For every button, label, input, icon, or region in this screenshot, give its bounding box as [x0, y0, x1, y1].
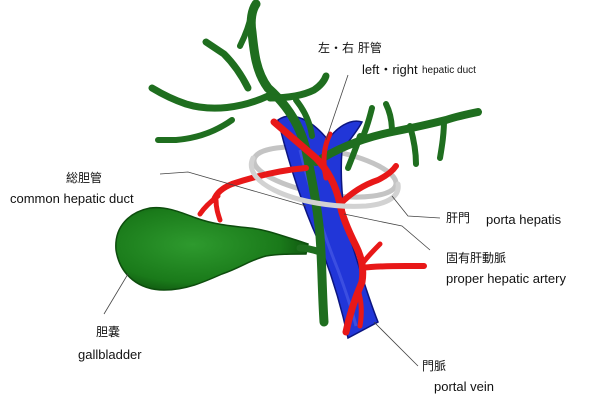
label-porta-hepatis: 肝門 porta hepatis	[446, 211, 562, 227]
cystic-duct	[296, 244, 324, 256]
common-hepatic-duct-en: common hepatic duct	[10, 191, 134, 206]
lr-hepatic-duct-en-main: left・right	[362, 62, 418, 77]
hepatic-artery-tree	[197, 118, 427, 336]
porta-hepatis-ring-front	[248, 155, 401, 209]
label-lr-hepatic-duct: 左・右 肝管 left・right hepatic duct	[318, 40, 476, 77]
porta-hepatis-en: porta hepatis	[486, 212, 562, 227]
label-portal-vein: 門脈 portal vein	[422, 359, 494, 394]
left-hepatic-duct-path	[312, 108, 482, 166]
portal-vein-jp: 門脈	[422, 359, 446, 373]
portal-vein-en: portal vein	[434, 379, 494, 394]
label-common-hepatic-duct: 総胆管 common hepatic duct	[10, 170, 134, 206]
common-hepatic-duct-jp: 総胆管	[66, 170, 102, 185]
leader-lines	[103, 74, 441, 367]
label-gallbladder: 胆嚢 gallbladder	[78, 324, 142, 362]
proper-hepatic-artery-jp: 固有肝動脈	[446, 251, 506, 265]
lr-hepatic-duct-jp: 左・右 肝管	[318, 40, 382, 55]
gallbladder-body	[115, 206, 309, 291]
label-proper-hepatic-artery: 固有肝動脈 proper hepatic artery	[446, 251, 566, 286]
lr-hepatic-duct-en-sub: hepatic duct	[422, 65, 476, 76]
porta-hepatis-jp: 肝門	[446, 211, 470, 225]
gallbladder-en: gallbladder	[78, 347, 142, 362]
gallbladder-organ	[115, 206, 324, 291]
proper-hepatic-artery-path	[270, 118, 367, 336]
gallbladder-jp: 胆嚢	[96, 324, 120, 339]
proper-hepatic-artery-en: proper hepatic artery	[446, 271, 566, 286]
